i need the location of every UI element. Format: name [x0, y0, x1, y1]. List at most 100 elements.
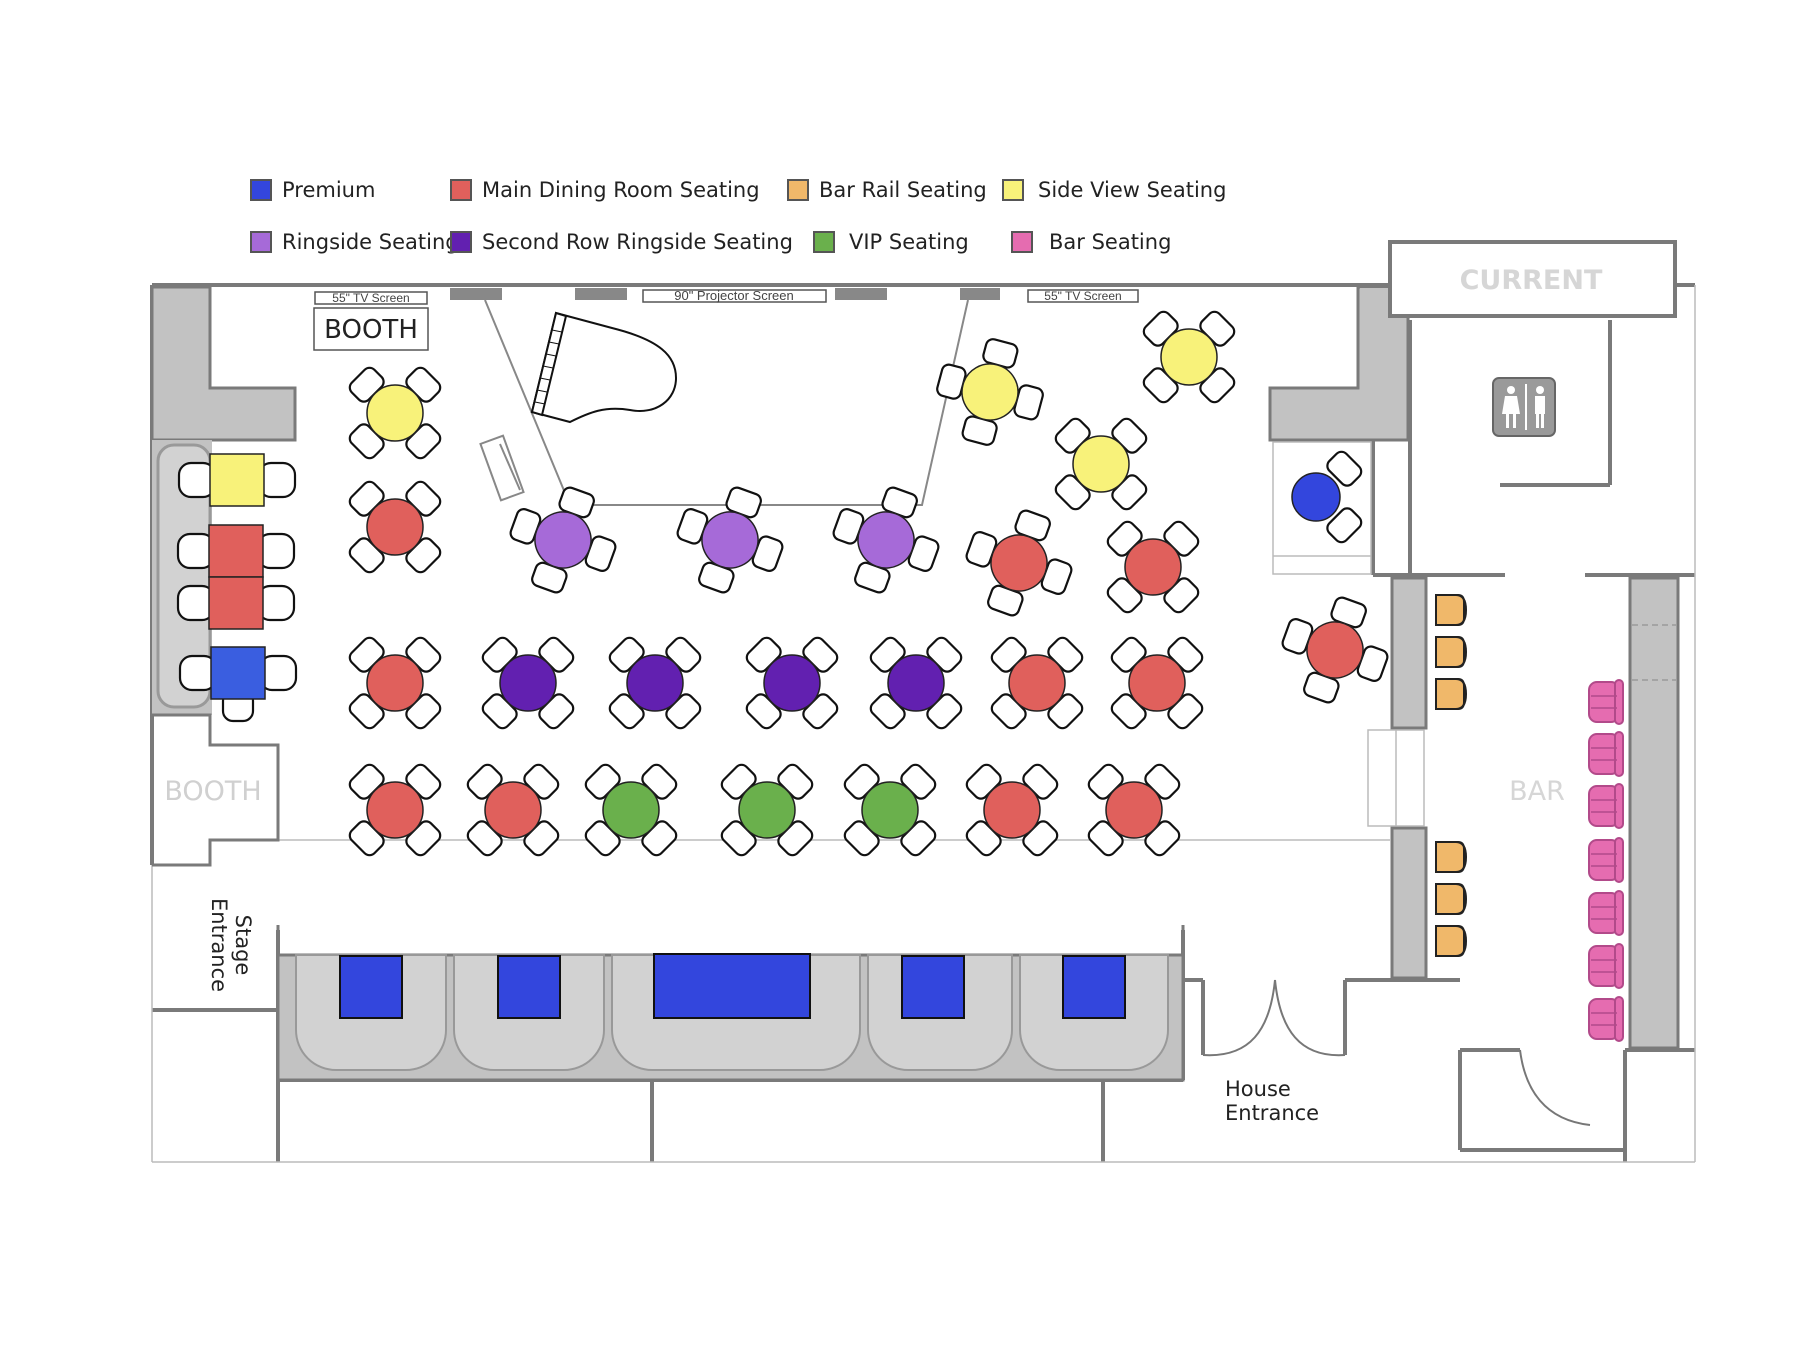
booth-table-premium[interactable] [1062, 955, 1126, 1019]
round-table-secondrow[interactable] [718, 609, 865, 756]
round-table-main[interactable] [952, 496, 1085, 629]
legend-label: VIP Seating [849, 230, 969, 254]
table-top [626, 654, 684, 712]
bar-rail-seat-back [1455, 841, 1468, 873]
table-top [1291, 472, 1341, 522]
chair [538, 693, 575, 730]
bar-stool[interactable] [1588, 943, 1624, 989]
table-top [208, 524, 264, 578]
legend-swatch-main-dining [450, 179, 472, 201]
round-table-ringside[interactable] [663, 473, 796, 606]
square-table-sideview[interactable] [177, 453, 297, 507]
chair-seat [1326, 450, 1363, 487]
round-table-main[interactable] [1268, 583, 1401, 716]
bar-rail-seat[interactable] [1435, 883, 1468, 915]
bar-rail-seat[interactable] [1435, 678, 1468, 710]
table-top [738, 781, 796, 839]
booth-side-label: BOOTH [164, 776, 261, 807]
bar-rail-seat[interactable] [1435, 925, 1468, 957]
restroom-door [1519, 1049, 1591, 1126]
round-table-main[interactable] [938, 736, 1085, 883]
booth-table-premium[interactable] [497, 955, 561, 1019]
legend-item-side-view: Side View Seating [1002, 178, 1226, 202]
round-table-ringside[interactable] [819, 473, 952, 606]
table-top [763, 654, 821, 712]
bar-stool-back [1614, 996, 1624, 1042]
bar-rail-seat-shape [1435, 883, 1465, 915]
round-table-vip[interactable] [816, 736, 963, 883]
legend-label: Main Dining Room Seating [482, 178, 760, 202]
table-top [366, 654, 424, 712]
round-table-main[interactable] [439, 736, 586, 883]
bar-rail-seat[interactable] [1435, 841, 1468, 873]
legend-item-second-row: Second Row Ringside Seating [450, 230, 793, 254]
table-top [983, 781, 1041, 839]
round-table-vip[interactable] [557, 736, 704, 883]
stage-entrance-line-1: Stage [231, 915, 255, 976]
chair [584, 535, 617, 572]
round-table-main[interactable] [321, 453, 468, 600]
bar-stool[interactable] [1588, 996, 1624, 1042]
service-opening [1367, 729, 1425, 827]
restroom-icon [1492, 377, 1556, 437]
round-table-main[interactable] [1079, 493, 1226, 640]
chair [1326, 450, 1363, 487]
bar-rail-seat-back [1455, 636, 1468, 668]
booth-table-premium[interactable] [653, 953, 811, 1019]
bar-stool-back [1614, 731, 1624, 777]
table-top [1105, 781, 1163, 839]
booth-table-premium[interactable] [901, 955, 965, 1019]
round-table-main[interactable] [321, 609, 468, 756]
bar-rail-seat[interactable] [1435, 636, 1468, 668]
table-top [366, 384, 424, 442]
bar-rail-seat-shape [1435, 636, 1465, 668]
table-top [887, 654, 945, 712]
bar-stool[interactable] [1588, 783, 1624, 829]
round-table-main[interactable] [1083, 609, 1230, 756]
square-table-main[interactable] [176, 524, 296, 578]
wall-thin-lines [151, 285, 1696, 1163]
chair [641, 820, 678, 857]
bar-stool-back [1614, 783, 1624, 829]
bar-stool[interactable] [1588, 837, 1624, 883]
bar-stool-back [1614, 890, 1624, 936]
round-table-ringside[interactable] [496, 473, 629, 606]
round-table-secondrow[interactable] [454, 609, 601, 756]
table-top [961, 363, 1019, 421]
stage-entrance-line-2: Entrance [207, 898, 231, 992]
table-top [366, 498, 424, 556]
chair-seat [1326, 507, 1363, 544]
round-table-premium[interactable] [1282, 443, 1389, 550]
chair-seat [584, 535, 617, 572]
chair-seat [900, 820, 937, 857]
round-table-main[interactable] [1060, 736, 1207, 883]
bar-stool-back [1614, 679, 1624, 725]
round-table-sideview[interactable] [926, 328, 1053, 455]
current-box [1388, 240, 1677, 318]
round-table-vip[interactable] [693, 736, 840, 883]
tv-screen-left-label: 55" TV Screen [332, 291, 409, 305]
square-table-premium[interactable] [178, 646, 298, 723]
legend-swatch-premium [250, 179, 272, 201]
booth-table-premium[interactable] [339, 955, 403, 1019]
bar-stool[interactable] [1588, 731, 1624, 777]
round-table-sideview[interactable] [321, 339, 468, 486]
square-table-main[interactable] [176, 576, 296, 630]
legend-label: Side View Seating [1038, 178, 1227, 202]
round-table-sideview[interactable] [1115, 283, 1262, 430]
table-top [366, 781, 424, 839]
round-table-secondrow[interactable] [581, 609, 728, 756]
round-table-main[interactable] [963, 609, 1110, 756]
legend-label: Bar Rail Seating [819, 178, 987, 202]
bar-stool[interactable] [1588, 679, 1624, 725]
bar-rail-seat[interactable] [1435, 594, 1468, 626]
house-entrance-line-1: House [1225, 1077, 1291, 1101]
bar-stool[interactable] [1588, 890, 1624, 936]
table-top [499, 654, 557, 712]
round-table-main[interactable] [321, 736, 468, 883]
bar-rail-seat-back [1455, 594, 1468, 626]
round-table-secondrow[interactable] [842, 609, 989, 756]
screen-labels: 55" TV Screen 90" Projector Screen 55" T… [314, 288, 1139, 305]
round-table-sideview[interactable] [1027, 390, 1174, 537]
